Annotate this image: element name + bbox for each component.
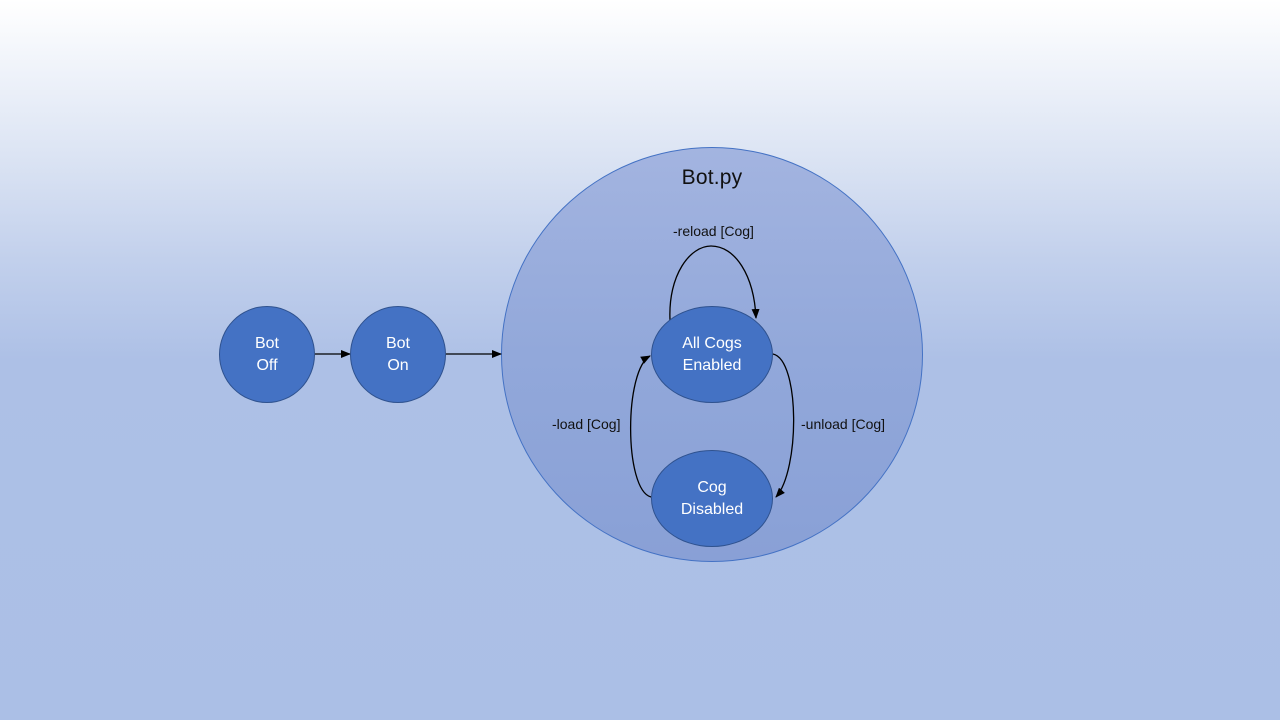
state-all-cogs-enabled: All Cogs Enabled [651,306,773,403]
transition-label-unload: -unload [Cog] [801,416,886,432]
state-label: Bot [254,334,279,352]
state-label: Disabled [680,500,744,518]
state-label: Bot [385,334,410,352]
state-label: Cog [697,478,727,496]
state-label: On [387,356,409,374]
transition-label-reload: -reload [Cog] [673,223,754,239]
state-bot-off: Bot Off [219,306,315,403]
state-label: Off [256,356,278,374]
container-title: Bot.py [681,166,743,189]
state-label: Enabled [682,356,742,374]
state-label: All Cogs [682,334,742,352]
state-cog-disabled: Cog Disabled [651,450,773,547]
state-bot-on: Bot On [350,306,446,403]
transition-label-load: -load [Cog] [552,416,621,432]
